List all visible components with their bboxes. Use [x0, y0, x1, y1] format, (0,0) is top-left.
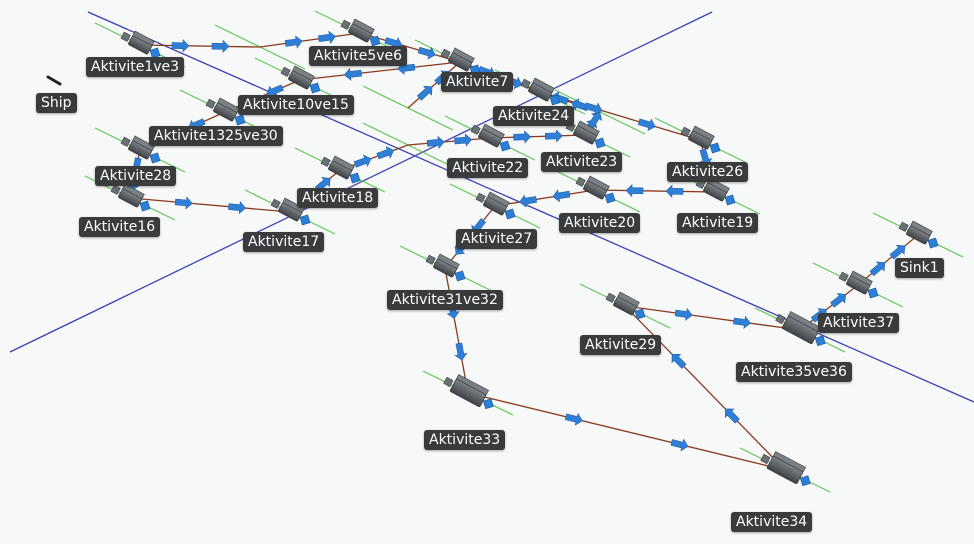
flow-arrow-icon	[454, 342, 468, 361]
station-icon	[475, 191, 516, 220]
flow-arrow-icon	[733, 315, 751, 329]
axis-line	[87, 11, 974, 403]
flow-arrow-icon	[344, 67, 362, 81]
flow-arrow-icon	[211, 39, 230, 53]
connector-line	[407, 61, 461, 109]
node-label-sink1[interactable]: Sink1	[895, 258, 944, 278]
connector-line	[594, 189, 716, 193]
station-icon	[760, 451, 811, 487]
station-icon	[205, 97, 246, 126]
station-icon	[120, 30, 161, 59]
flow-arrow-icon	[552, 189, 571, 203]
node-label-aktivite1325ve30[interactable]: Aktivite1325ve30	[149, 126, 283, 146]
node-label-aktivite23[interactable]: Aktivite23	[541, 152, 623, 172]
node-label-aktivite20[interactable]: Aktivite20	[559, 213, 641, 233]
node-label-aktivite29[interactable]: Aktivite29	[580, 335, 662, 355]
station-icon	[605, 291, 646, 320]
station-icon	[470, 123, 511, 152]
flow-arrow-icon	[670, 438, 689, 452]
connector-line	[489, 134, 586, 139]
flow-arrow-icon	[284, 35, 303, 49]
flow-arrow-icon	[519, 194, 537, 208]
flow-arrow-icon	[869, 261, 886, 277]
flow-arrow-icon	[513, 130, 532, 144]
node-label-ship[interactable]: Ship	[36, 93, 77, 113]
node-label-aktivite10ve15[interactable]: Aktivite10ve15	[238, 95, 354, 115]
flow-arrow-icon	[544, 129, 563, 143]
station-icon	[425, 253, 466, 282]
flow-arrow-icon	[665, 184, 684, 198]
connector-line	[624, 305, 786, 471]
station-icon	[775, 311, 826, 347]
station-icon	[520, 77, 561, 106]
connector-line	[299, 61, 461, 81]
connector-line	[857, 234, 919, 286]
connector-line	[444, 267, 469, 394]
node-label-aktivite22[interactable]: Aktivite22	[447, 158, 529, 178]
node-label-aktivite7[interactable]: Aktivite7	[441, 72, 514, 92]
connector-line	[129, 197, 291, 213]
station-icon	[838, 270, 879, 299]
flow-arrow-icon	[674, 307, 693, 321]
node-label-aktivite34[interactable]: Aktivite34	[731, 512, 813, 532]
connector-line	[139, 44, 261, 48]
node-label-aktivite33[interactable]: Aktivite33	[424, 430, 506, 450]
flow-arrow-icon	[637, 118, 656, 132]
node-label-aktivite27[interactable]: Aktivite27	[456, 229, 538, 249]
flow-arrow-icon	[454, 133, 472, 147]
flow-arrow-icon	[725, 408, 740, 424]
flow-arrow-icon	[889, 244, 906, 260]
station-icon	[110, 183, 151, 212]
node-label-aktivite37[interactable]: Aktivite37	[818, 313, 900, 333]
flow-arrow-icon	[171, 39, 190, 53]
flow-arrow-icon	[417, 85, 433, 101]
node-label-aktivite1ve3[interactable]: Aktivite1ve3	[86, 57, 185, 77]
node-label-aktivite28[interactable]: Aktivite28	[95, 166, 177, 186]
ship-icon	[46, 75, 62, 86]
station-layer	[110, 18, 939, 487]
flow-arrow-icon	[587, 111, 603, 129]
station-icon	[120, 135, 161, 164]
flow-arrow-icon	[228, 200, 246, 215]
flow-arrow-icon	[584, 102, 603, 116]
flow-arrow-icon	[318, 30, 336, 44]
connector-line	[467, 392, 786, 471]
station-icon	[270, 197, 311, 226]
flow-arrow-icon	[376, 146, 395, 160]
flow-arrow-icon	[625, 184, 644, 198]
station-icon	[680, 125, 721, 154]
node-label-aktivite16[interactable]: Aktivite16	[79, 217, 161, 237]
node-label-aktivite24[interactable]: Aktivite24	[493, 106, 575, 126]
node-label-aktivite26[interactable]: Aktivite26	[667, 162, 749, 182]
node-label-aktivite5ve6[interactable]: Aktivite5ve6	[309, 46, 408, 66]
connector-line	[259, 32, 361, 48]
node-label-aktivite18[interactable]: Aktivite18	[297, 188, 379, 208]
node-label-aktivite31ve32[interactable]: Aktivite31ve32	[387, 290, 503, 310]
connector-line	[407, 137, 491, 146]
axis-line	[9, 11, 713, 353]
connector-line	[624, 305, 801, 331]
station-icon	[320, 155, 361, 184]
station-icon	[280, 65, 321, 94]
station-icon	[898, 220, 939, 249]
node-label-aktivite19[interactable]: Aktivite19	[677, 213, 759, 233]
station-icon	[575, 175, 616, 204]
station-icon	[340, 18, 381, 47]
flow-arrow-icon	[671, 353, 687, 369]
flow-arrow-icon	[353, 154, 372, 168]
flow-arrow-icon	[830, 293, 847, 308]
flow-arrow-icon	[426, 135, 445, 150]
station-icon	[443, 374, 494, 410]
node-label-aktivite17[interactable]: Aktivite17	[243, 232, 325, 252]
node-label-aktivite35ve36[interactable]: Aktivite35ve36	[736, 362, 852, 382]
flow-arrow-icon	[174, 196, 193, 210]
connector-line	[494, 189, 596, 207]
flow-arrow-icon	[417, 46, 436, 60]
flow-arrow-icon	[564, 412, 583, 426]
